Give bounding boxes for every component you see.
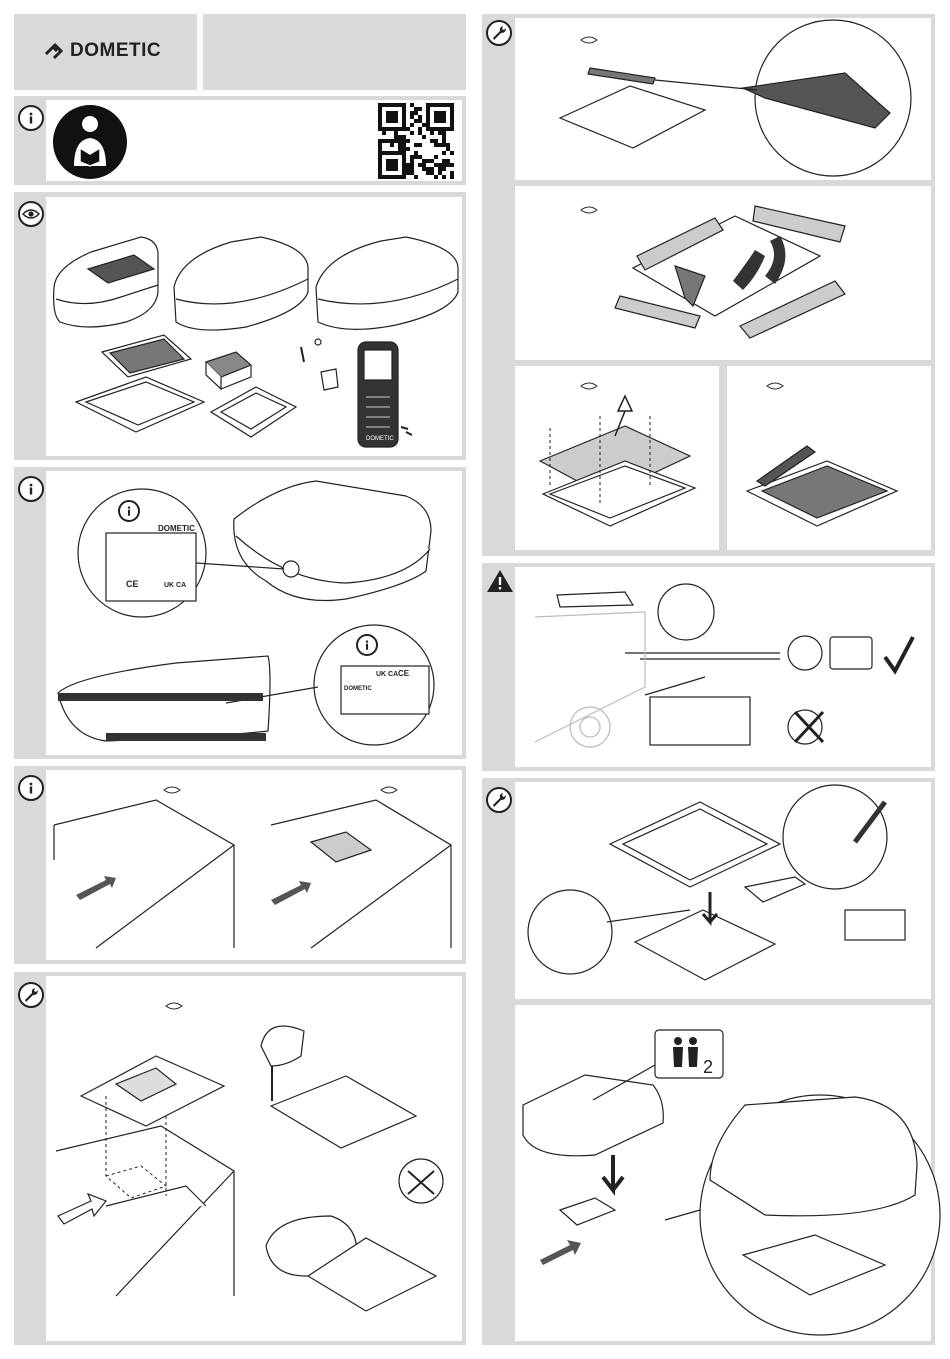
grille-label-brand: DOMETIC <box>344 686 372 692</box>
label-ce-mark: CE <box>126 579 139 589</box>
contents-illustration: DOMETIC <box>46 197 462 461</box>
warning-illustration <box>515 567 931 772</box>
rating-plate-brand: DOMETIC <box>158 524 195 533</box>
wrench-icon <box>486 787 512 813</box>
mount-unit-illustration: 2 <box>515 1005 931 1346</box>
qr-code-pattern <box>378 103 456 179</box>
info-icon <box>118 500 140 522</box>
brand-logo: DOMETIC <box>44 38 174 66</box>
read-manual-icon <box>52 104 128 185</box>
install-frame-illustration <box>515 782 931 1004</box>
header-blank-panel <box>203 14 466 90</box>
info-icon <box>18 476 44 502</box>
qr-code <box>378 103 456 184</box>
wrench-icon <box>486 20 512 46</box>
rating-plate-illustration: DOMETIC CE UK CA UK CA CE DOMETIC <box>46 471 462 760</box>
info-icon <box>18 105 44 131</box>
check-mark-icon <box>885 637 913 671</box>
info-icon <box>356 634 378 656</box>
wrench-icon <box>18 982 44 1008</box>
label-ukca-mark: UK CA <box>164 582 186 589</box>
remote-brand-text: DOMETIC <box>366 436 394 442</box>
warning-icon <box>486 569 514 598</box>
cut-roof-illustration <box>46 976 462 1346</box>
info-icon <box>18 775 44 801</box>
two-persons-count: 2 <box>703 1057 713 1077</box>
label-ce-small: CE <box>398 669 410 678</box>
remove-screws-illustration <box>515 366 719 555</box>
roof-opening-illustration <box>46 770 462 965</box>
remove-frame-illustration <box>515 186 931 365</box>
clean-surface-illustration <box>727 366 931 555</box>
scrape-sealant-illustration <box>515 18 931 185</box>
eye-icon <box>18 201 44 227</box>
label-ukca-small: UK CA <box>376 671 398 678</box>
brand-name: DOMETIC <box>70 40 161 62</box>
